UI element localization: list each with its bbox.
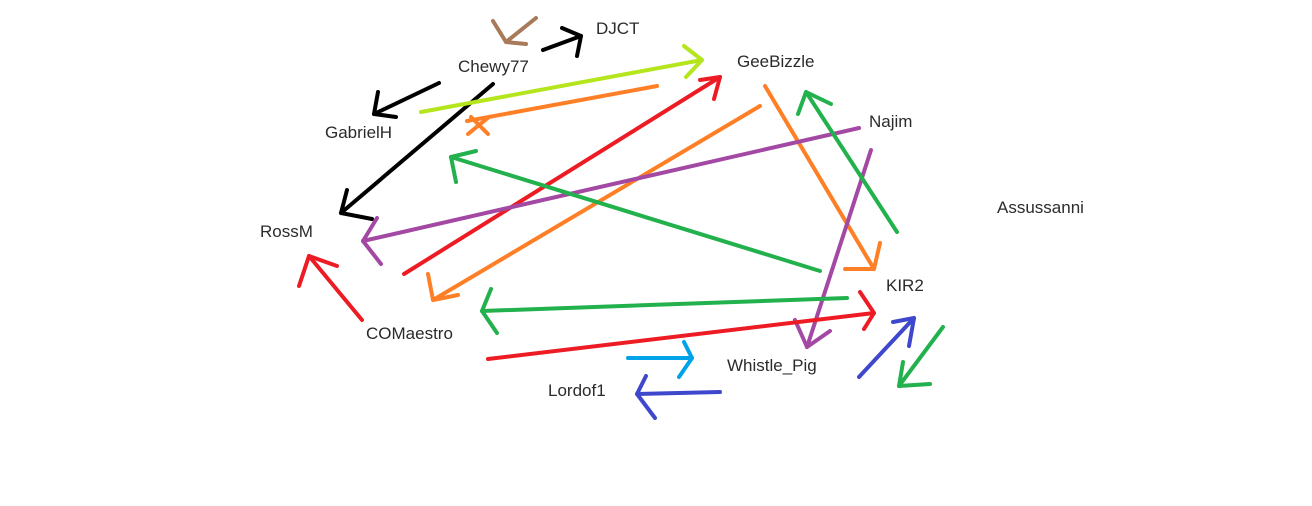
arrow-comaestro-geebizzle	[402, 75, 722, 276]
node-djct: DJCT	[596, 19, 639, 38]
arrow-whistle-pig-kir2	[857, 316, 916, 379]
arrow-kir2-gabrielh	[449, 149, 822, 273]
arrow-geebizzle-gabrielh	[465, 84, 659, 136]
node-kir2: KIR2	[886, 276, 924, 295]
arrow-chewy77-rossm	[339, 82, 495, 221]
arrow-kir2-geebizzle	[796, 90, 899, 234]
arrow-gabrielh-geebizzle	[419, 44, 704, 114]
arrow-comaestro-kir2	[486, 290, 876, 361]
arrow-chewy77-djct	[541, 26, 583, 58]
arrow-whistle-pig-lordof1	[635, 374, 722, 420]
arrow-comaestro-rossm	[297, 254, 364, 322]
arrow-kir2-self	[897, 325, 945, 388]
arrow-najim-whistle-pig	[793, 148, 873, 349]
node-najim: Najim	[869, 112, 912, 131]
arrow-najim-rossm	[361, 126, 861, 266]
arrow-chewy77-self	[491, 16, 538, 46]
node-rossm: RossM	[260, 222, 313, 241]
arrow-geebizzle-kir2	[763, 84, 882, 271]
arrow-chewy77-gabrielh	[372, 81, 441, 119]
node-chewy77: Chewy77	[458, 57, 529, 76]
arrow-lordof1-whistle-pig	[626, 340, 694, 379]
node-comaestro: COMaestro	[366, 324, 453, 343]
node-geebizzle: GeeBizzle	[737, 52, 814, 71]
node-whistle-pig: Whistle_Pig	[727, 356, 817, 375]
arrow-kir2-comaestro	[480, 287, 849, 335]
node-lordof1: Lordof1	[548, 381, 606, 400]
node-assussanni: Assussanni	[997, 198, 1084, 217]
node-gabrielh: GabrielH	[325, 123, 392, 142]
